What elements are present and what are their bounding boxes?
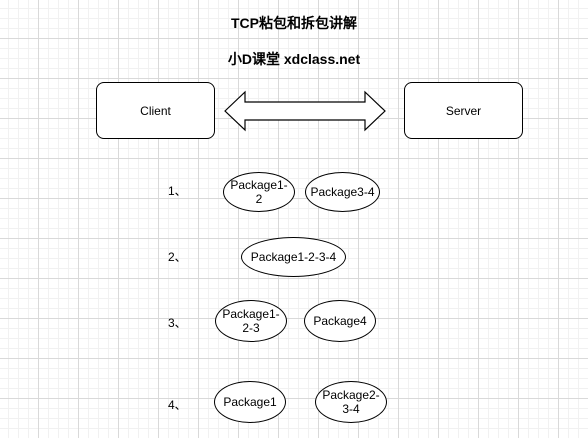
server-node: Server [404, 82, 523, 139]
package-ellipse: Package1-2-3 [215, 300, 287, 342]
step-3-label: 3、 [168, 316, 187, 330]
package-label: Package1-2-3 [222, 307, 280, 335]
package-ellipse: Package1 [214, 381, 286, 423]
client-label: Client [140, 103, 171, 118]
package-label: Package3-4 [310, 185, 375, 199]
package-label: Package4 [313, 314, 367, 328]
package-label: Package1 [223, 395, 277, 409]
package-label: Package1-2 [230, 178, 288, 206]
step-1-label: 1、 [168, 184, 187, 198]
package-ellipse: Package2-3-4 [315, 381, 387, 423]
package-ellipse: Package4 [304, 300, 376, 342]
step-2-label: 2、 [168, 250, 187, 264]
package-label: Package2-3-4 [322, 388, 380, 416]
package-ellipse: Package3-4 [305, 172, 380, 212]
package-ellipse: Package1-2 [223, 172, 295, 212]
step-4-label: 4、 [168, 398, 187, 412]
client-node: Client [96, 82, 215, 139]
diagram-title: TCP粘包和拆包讲解 [231, 15, 357, 31]
server-label: Server [445, 103, 482, 118]
package-label: Package1-2-3-4 [250, 250, 337, 264]
package-ellipse: Package1-2-3-4 [241, 237, 346, 277]
double-arrow-icon [224, 90, 386, 132]
diagram-subtitle: 小D课堂 xdclass.net [227, 51, 361, 67]
